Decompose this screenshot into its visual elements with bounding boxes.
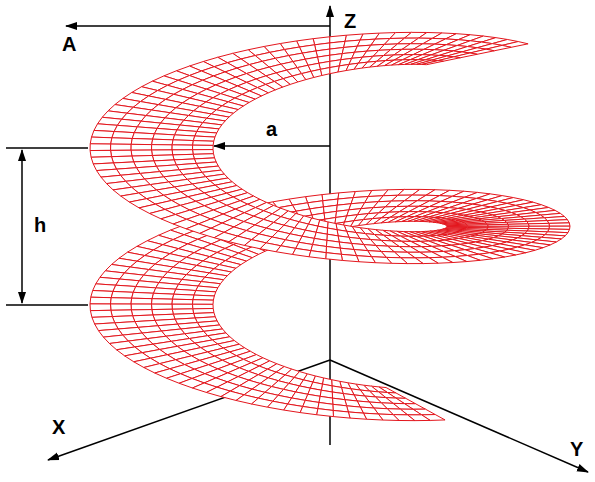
- mesh-cell: [131, 144, 152, 150]
- radius-arrow: [214, 145, 330, 147]
- axis-label: Z: [342, 10, 358, 32]
- mesh-cell: [111, 304, 132, 310]
- dimension-extension-line: [6, 147, 88, 149]
- mesh-cell: [131, 298, 152, 304]
- mesh-cell: [92, 130, 115, 137]
- mesh-cell: [90, 150, 111, 157]
- vector-label: A: [60, 33, 78, 55]
- mesh-cell: [111, 144, 132, 150]
- mesh-cell: [131, 138, 152, 144]
- mesh-cell: [90, 137, 112, 144]
- mesh-cell: [132, 292, 154, 298]
- mesh-cell: [90, 297, 111, 304]
- mesh-cell: [90, 144, 111, 151]
- mesh-cell: [193, 141, 214, 146]
- mesh-cell: [90, 304, 111, 311]
- axis-label: Y: [568, 438, 585, 460]
- mesh-cell: [131, 304, 152, 310]
- mesh-cell: [172, 140, 193, 145]
- mesh-cell: [333, 410, 350, 418]
- mesh-cell: [111, 138, 133, 145]
- mesh-cell: [309, 251, 326, 259]
- y-axis: [330, 360, 588, 472]
- annotations: [6, 26, 330, 305]
- mesh-cell: [326, 253, 343, 261]
- pitch-dimension-arrow: [21, 150, 23, 303]
- mesh-cell: [152, 139, 173, 145]
- mesh-cell: [91, 290, 113, 297]
- dimension-extension-line: [6, 304, 88, 306]
- helicoid-strip: [90, 32, 570, 420]
- axes: [48, 6, 588, 472]
- mesh-cell: [193, 300, 214, 305]
- a-vector-arrow: [66, 25, 330, 27]
- mesh-cell: [111, 291, 133, 298]
- mesh-cell: [193, 145, 214, 150]
- x-axis: [48, 360, 330, 460]
- mesh-cell: [317, 409, 334, 417]
- radius-label: a: [264, 118, 279, 140]
- mesh-cell: [446, 224, 467, 226]
- mesh-cell: [348, 412, 366, 419]
- mesh-cell: [341, 254, 359, 261]
- mesh-cell: [152, 304, 173, 309]
- mesh-cell: [152, 299, 173, 305]
- mesh-cell: [293, 248, 311, 256]
- mesh-cell: [172, 145, 193, 150]
- axis-label: X: [50, 416, 67, 438]
- mesh-cell: [152, 145, 173, 150]
- mesh-cell: [284, 404, 303, 413]
- pitch-label: h: [32, 214, 48, 236]
- mesh-cell: [172, 299, 193, 304]
- mesh-cell: [300, 406, 318, 414]
- mesh-cell: [422, 61, 444, 65]
- mesh-cell: [111, 298, 132, 304]
